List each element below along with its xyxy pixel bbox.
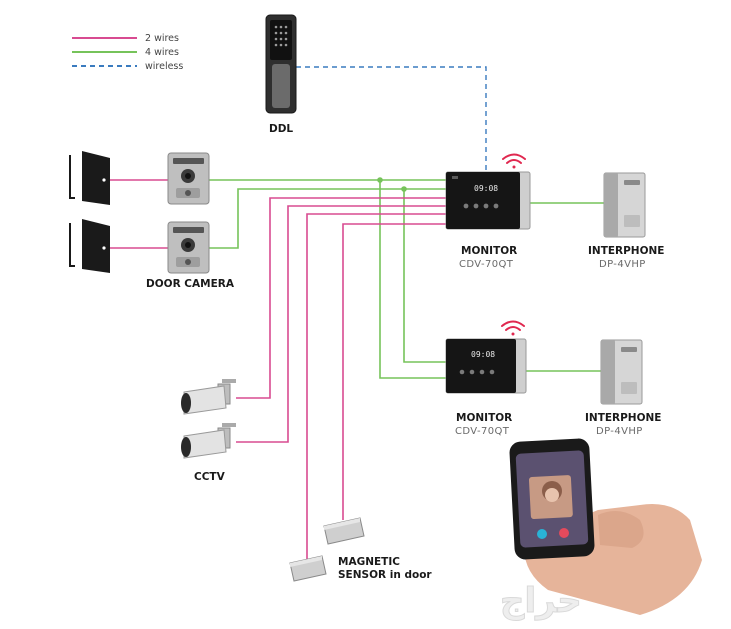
legend: 2 wires 4 wires wireless <box>72 33 183 72</box>
monitor-2-label: MONITOR <box>456 412 512 424</box>
wire-bus-monitor2-b <box>403 189 446 363</box>
monitor-2-clock: 09:08 <box>471 350 495 359</box>
wire-sensor2-monitor1 <box>342 223 446 520</box>
monitor-2: 09:08 <box>445 338 527 394</box>
magnetic-sensor-2 <box>323 517 365 545</box>
interphone-2 <box>600 339 643 405</box>
monitor-1-label: MONITOR <box>461 245 517 257</box>
wifi-icon-1 <box>502 153 526 169</box>
interphone-1 <box>603 172 646 238</box>
interphone-2-label: INTERPHONE <box>585 412 661 424</box>
door-icon-1 <box>69 151 110 205</box>
wire-camera2-monitor1 <box>209 188 446 249</box>
legend-label-2-wires: 2 wires <box>145 33 179 44</box>
cctv-label: CCTV <box>194 471 226 483</box>
cctv-camera-1 <box>181 379 236 415</box>
monitor-2-model: CDV-70QT <box>455 426 510 437</box>
wire-bus-monitor2-a <box>379 180 446 379</box>
wire-cctv1-monitor1 <box>236 197 446 399</box>
door-camera-2 <box>167 221 210 274</box>
junction-dot-1 <box>377 177 383 183</box>
magnetic-sensor-1 <box>289 555 327 582</box>
magnetic-sensor-label-line1: MAGNETIC <box>338 556 400 568</box>
monitor-1-clock: 09:08 <box>474 184 498 193</box>
wireless-link-ddl <box>296 66 487 172</box>
junction-dot-2 <box>401 186 407 192</box>
cctv-camera-2 <box>181 423 236 459</box>
smartphone-in-hand <box>509 438 702 615</box>
ddl-label: DDL <box>269 123 293 135</box>
legend-label-wireless: wireless <box>145 61 183 72</box>
monitor-1: 09:08 <box>445 171 531 230</box>
answer-call-icon <box>537 529 547 539</box>
monitor-1-model: CDV-70QT <box>459 259 514 270</box>
thumb-icon <box>598 511 644 548</box>
watermark-logo: حراج <box>500 581 582 621</box>
legend-label-4-wires: 4 wires <box>145 47 179 58</box>
wires <box>110 66 604 560</box>
magnetic-sensor-label-line2: SENSOR in door <box>338 569 432 581</box>
decline-call-icon <box>559 528 569 538</box>
interphone-1-model: DP-4VHP <box>599 259 646 270</box>
interphone-2-model: DP-4VHP <box>596 426 643 437</box>
wire-sensor1-monitor1 <box>306 213 446 560</box>
interphone-1-label: INTERPHONE <box>588 245 664 257</box>
ddl-handle <box>272 64 290 108</box>
wire-cctv2-monitor1 <box>236 205 446 443</box>
door-camera-1 <box>167 152 210 205</box>
door-icon-2 <box>69 219 110 273</box>
door-camera-label: DOOR CAMERA <box>146 278 235 290</box>
wifi-icon-2 <box>501 320 525 336</box>
ddl-device: DDL <box>265 14 297 135</box>
